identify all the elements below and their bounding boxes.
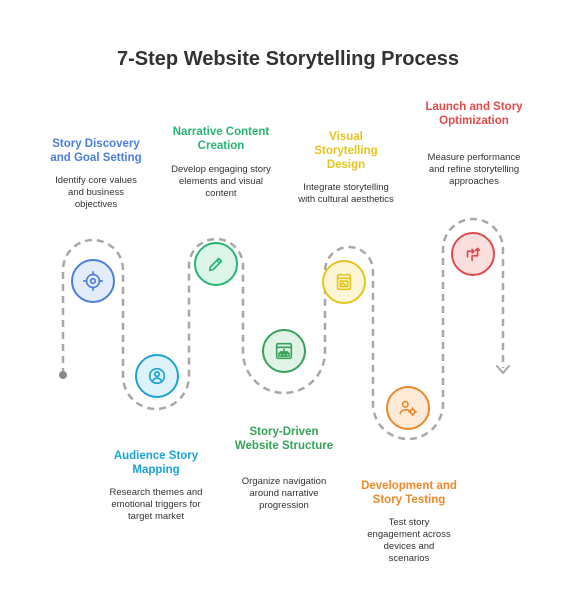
step-4-node [262,329,306,373]
step-2-node [135,354,179,398]
image-icon [336,273,352,291]
step-3-node [194,242,238,286]
step-7-description: Measure performance and refine storytell… [427,152,521,187]
step-1-title: Story Discovery and Goal Setting [50,138,142,164]
step-3-title: Narrative Content Creation [172,126,270,152]
step-7-node [451,232,495,276]
step-4-title: Story-Driven Website Structure [234,426,334,452]
step-5-description: Integrate storytelling with cultural aes… [298,182,394,205]
step-5-node [322,260,366,304]
step-1-node [71,259,115,303]
path-end-arrow [496,365,510,374]
sitemap-icon [275,342,293,360]
step-4-description: Organize navigation around narrative pro… [241,476,327,511]
arrows-icon [466,247,481,262]
step-5-title: Visual Storytelling Design [314,131,378,171]
path-start-dot [59,371,67,379]
step-3-description: Develop engaging story elements and visu… [171,164,271,199]
pencil-icon [208,257,223,272]
step-6-node [386,386,430,430]
target-icon [83,271,103,291]
user-gear-icon [399,400,418,417]
step-2-description: Research themes and emotional triggers f… [109,487,203,522]
page-title: 7-Step Website Storytelling Process [117,48,459,70]
step-6-title: Development and Story Testing [361,480,457,506]
step-1-description: Identify core values and business object… [55,175,137,210]
step-6-description: Test story engagement across devices and… [367,517,451,564]
audience-icon [148,367,166,385]
step-7-title: Launch and Story Optimization [425,101,523,127]
step-2-title: Audience Story Mapping [113,450,199,476]
